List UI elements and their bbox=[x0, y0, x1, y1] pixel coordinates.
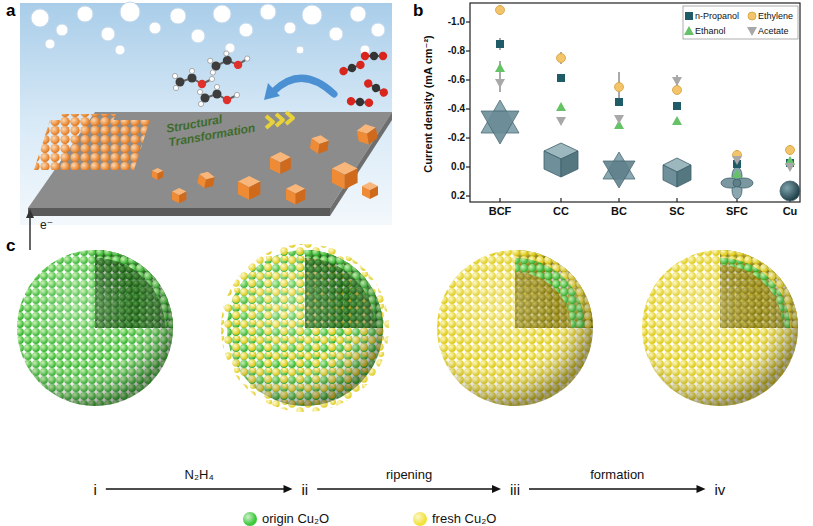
tick-label: 0.2 bbox=[451, 190, 465, 202]
category-label: CC bbox=[553, 205, 569, 218]
tick-label: -0.8 bbox=[448, 45, 465, 57]
tick-label: -0.2 bbox=[448, 132, 465, 144]
sphere-stage-iii bbox=[437, 250, 593, 406]
category-label: SFC bbox=[726, 205, 748, 218]
axis-title: Current density (mA cm⁻²) bbox=[422, 35, 435, 172]
node-text: iv bbox=[715, 481, 726, 498]
tick-label: -0.4 bbox=[448, 103, 465, 115]
category-label: BC bbox=[611, 205, 627, 218]
legend-text: n-Propanol bbox=[695, 11, 739, 21]
catalyst-scene bbox=[20, 2, 392, 250]
arrow-line bbox=[529, 488, 699, 489]
arrow-line bbox=[317, 488, 494, 489]
legend-text: fresh Cu₂O bbox=[432, 512, 496, 526]
edge-label: N₂H₄ bbox=[183, 467, 216, 482]
legend-text: Ethylene bbox=[758, 11, 793, 21]
stage-numeral: iv bbox=[712, 480, 729, 499]
category-label: Cu bbox=[783, 205, 798, 218]
edge-label: ripening bbox=[384, 467, 434, 482]
electron-label: e⁻ bbox=[40, 219, 53, 233]
arrow-head bbox=[284, 485, 293, 493]
node-text: i bbox=[94, 481, 97, 498]
tick-label: 0.0 bbox=[451, 161, 465, 173]
sphere-stage-iv bbox=[642, 250, 798, 406]
stage-numeral: ii bbox=[299, 480, 312, 499]
arrow-line bbox=[106, 488, 286, 489]
legend-swatch bbox=[413, 512, 427, 526]
legend-text: origin Cu₂O bbox=[262, 512, 329, 526]
current-density-chart bbox=[466, 3, 800, 202]
legend-swatch bbox=[243, 512, 257, 526]
panel-letter: b bbox=[413, 1, 423, 21]
legend-text: Acetate bbox=[758, 26, 789, 36]
sphere-stage-i bbox=[17, 250, 173, 406]
panel-letter: c bbox=[6, 236, 15, 256]
category-label: SC bbox=[669, 205, 684, 218]
sphere-stage-ii bbox=[221, 244, 389, 412]
reaction-arrow bbox=[317, 485, 501, 493]
node-text: ii bbox=[302, 481, 309, 498]
arrow-head bbox=[492, 485, 501, 493]
stage-numeral: iii bbox=[507, 480, 523, 499]
legend-text: Ethanol bbox=[695, 26, 726, 36]
tick-label: -1.0 bbox=[448, 16, 465, 28]
tick-label: -0.6 bbox=[448, 74, 465, 86]
reaction-arrow bbox=[529, 485, 706, 493]
edge-label: formation bbox=[588, 467, 646, 482]
category-label: BCF bbox=[489, 205, 512, 218]
node-text: iii bbox=[510, 481, 520, 498]
arrow-head bbox=[697, 485, 706, 493]
panel-letter: a bbox=[6, 1, 15, 21]
reaction-arrow bbox=[106, 485, 293, 493]
stage-numeral: i bbox=[91, 480, 100, 499]
